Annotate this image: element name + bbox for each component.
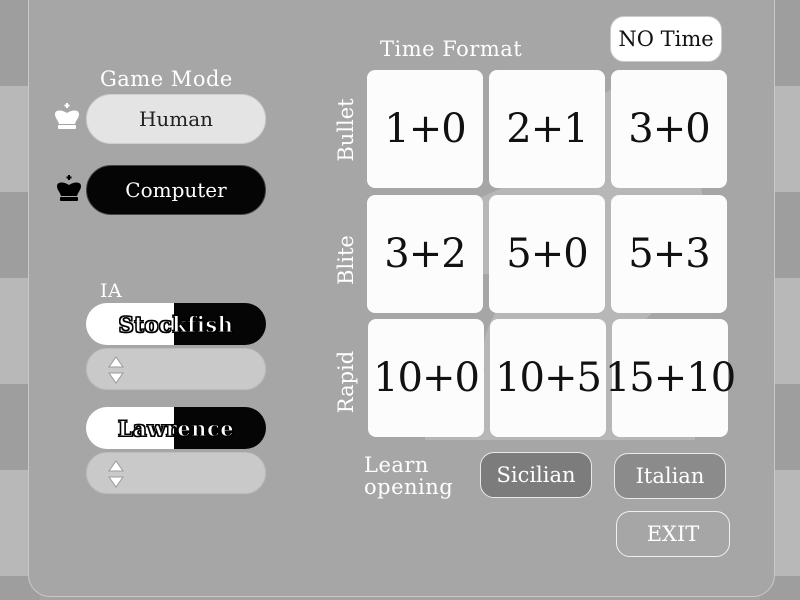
computer-mode-button[interactable]: Computer — [86, 165, 266, 215]
time-option-5-0[interactable]: 5+0 — [489, 195, 605, 313]
up-down-arrows-icon[interactable] — [107, 459, 125, 489]
time-option-5-3[interactable]: 5+3 — [611, 195, 727, 313]
engine-stockfish-label: Stockfish — [118, 311, 234, 337]
black-king-icon — [57, 175, 81, 201]
learn-opening-title: Learn opening — [364, 453, 454, 499]
up-down-arrows-icon[interactable] — [107, 355, 125, 385]
lawrence-level-stepper[interactable] — [86, 452, 266, 494]
engine-lawrence-label: Lawrence — [117, 415, 235, 441]
human-mode-button[interactable]: Human — [86, 94, 266, 144]
opening-sicilian-label: Sicilian — [496, 463, 576, 487]
computer-mode-label: Computer — [125, 178, 227, 202]
engine-lawrence-toggle[interactable]: Lawrence — [86, 407, 266, 449]
time-option-10-0[interactable]: 10+0 — [368, 319, 484, 437]
stockfish-level-stepper[interactable] — [86, 348, 266, 390]
game-mode-title: Game Mode — [100, 67, 233, 91]
row-label-rapid: Rapid — [334, 350, 358, 414]
no-time-button[interactable]: NO Time — [610, 16, 722, 62]
time-option-15-10[interactable]: 15+10 — [605, 319, 736, 437]
exit-button[interactable]: EXIT — [616, 511, 730, 557]
ia-title: IA — [100, 280, 123, 302]
engine-stockfish-toggle[interactable]: Stockfish — [86, 303, 266, 345]
opening-italian-label: Italian — [635, 464, 705, 488]
no-time-label: NO Time — [618, 27, 714, 51]
time-option-3-2[interactable]: 3+2 — [367, 195, 483, 313]
time-option-1-0[interactable]: 1+0 — [367, 70, 483, 188]
exit-label: EXIT — [646, 522, 700, 546]
opening-sicilian-button[interactable]: Sicilian — [480, 452, 592, 498]
time-format-title: Time Format — [380, 37, 523, 61]
human-mode-label: Human — [138, 107, 214, 131]
white-king-icon — [55, 103, 79, 129]
row-label-blite: Blite — [334, 235, 358, 285]
row-label-bullet: Bullet — [334, 98, 358, 162]
time-option-10-5[interactable]: 10+5 — [490, 319, 606, 437]
time-option-3-0[interactable]: 3+0 — [611, 70, 727, 188]
time-option-2-1[interactable]: 2+1 — [489, 70, 605, 188]
opening-italian-button[interactable]: Italian — [614, 453, 726, 499]
